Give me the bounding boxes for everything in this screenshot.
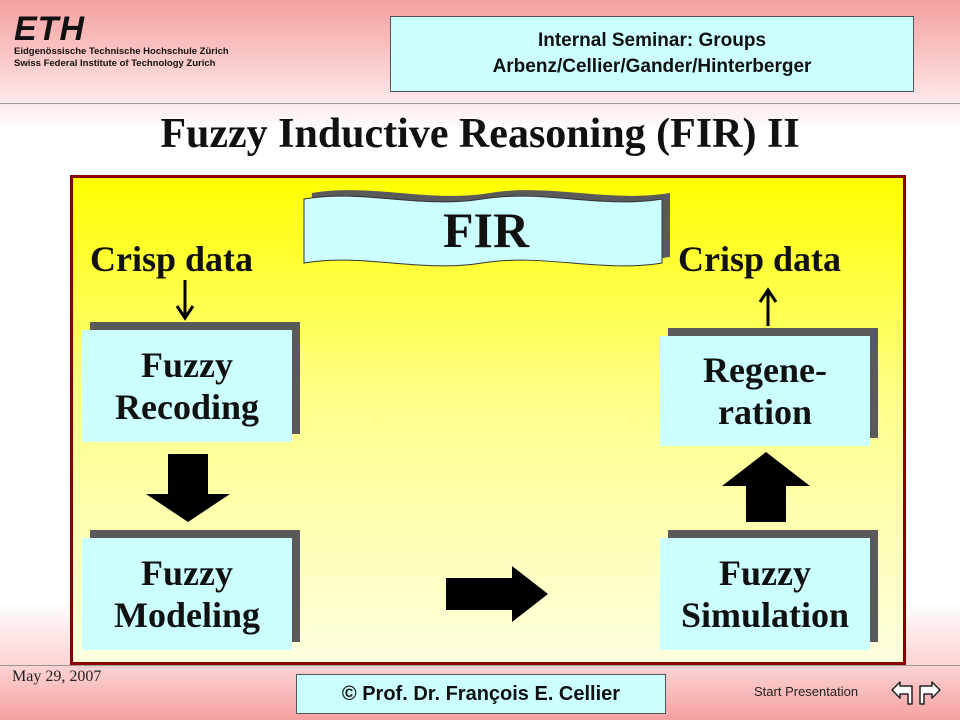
crisp-data-input-label: Crisp data bbox=[90, 239, 254, 279]
fuzzy-simulation-line-1: Fuzzy bbox=[719, 553, 811, 593]
fuzzy-modeling-line-1: Fuzzy bbox=[141, 553, 233, 593]
fuzzy-simulation-line-2: Simulation bbox=[680, 595, 850, 635]
regeneration-line-1: Regene- bbox=[703, 350, 827, 390]
institution-name-de: Eidgenössische Technische Hochschule Zür… bbox=[14, 46, 229, 57]
fuzzy-recoding-box: Fuzzy Recoding bbox=[82, 330, 292, 442]
back-arrow-icon[interactable] bbox=[890, 680, 916, 708]
fuzzy-recoding-line-1: Fuzzy bbox=[141, 345, 233, 385]
fir-banner-label: FIR bbox=[442, 202, 530, 258]
regeneration-line-2: ration bbox=[718, 392, 812, 432]
institution-name-en: Swiss Federal Institute of Technology Zu… bbox=[14, 58, 216, 69]
footer-divider bbox=[0, 665, 960, 666]
seminar-line-1: Internal Seminar: Groups bbox=[537, 30, 767, 51]
fir-banner-shape bbox=[303, 190, 670, 267]
seminar-line-2: Arbenz/Cellier/Gander/Hinterberger bbox=[492, 56, 812, 77]
eth-logo: ETH Eidgenössische Technische Hochschule… bbox=[14, 12, 254, 82]
presentation-date: May 29, 2007 bbox=[12, 668, 102, 685]
seminar-header: Internal Seminar: Groups Arbenz/Cellier/… bbox=[390, 16, 914, 92]
fuzzy-modeling-line-2: Modeling bbox=[113, 595, 260, 635]
forward-arrow-icon[interactable] bbox=[916, 680, 942, 708]
fuzzy-simulation-box: Fuzzy Simulation bbox=[660, 538, 870, 650]
copyright-notice: © Prof. Dr. François E. Cellier bbox=[296, 674, 666, 714]
regeneration-box: Regene- ration bbox=[660, 336, 870, 446]
eth-logo-mark: ETH bbox=[14, 10, 85, 48]
fuzzy-modeling-box: Fuzzy Modeling bbox=[82, 538, 292, 650]
slide-title: Fuzzy Inductive Reasoning (FIR) II bbox=[160, 111, 800, 157]
crisp-data-output-label: Crisp data bbox=[678, 239, 842, 279]
start-presentation-link[interactable]: Start Presentation bbox=[754, 684, 859, 699]
header-divider bbox=[0, 103, 960, 104]
fuzzy-recoding-line-2: Recoding bbox=[115, 387, 259, 427]
